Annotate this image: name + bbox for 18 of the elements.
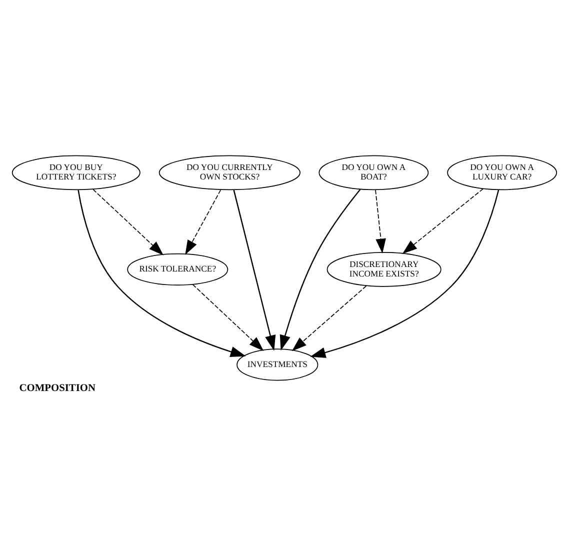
arrow <box>402 188 484 254</box>
node-ellipse: DISCRETIONARY INCOME EXISTS? <box>326 252 442 286</box>
caption: COMPOSITION <box>19 382 96 394</box>
arrow <box>292 285 367 351</box>
arrow <box>375 189 386 254</box>
arrow <box>78 190 246 356</box>
arrow <box>310 189 500 358</box>
node-ellipse: DO YOU OWN A LUXURY CAR? <box>447 154 558 190</box>
node-ellipse: DO YOU OWN A BOAT? <box>318 154 429 190</box>
arrow <box>280 188 361 350</box>
node-ellipse: RISK TOLERANCE? <box>127 252 228 285</box>
node-ellipse: INVESTMENTS <box>236 348 318 380</box>
arrow <box>233 189 276 350</box>
arrow <box>192 284 264 350</box>
node-ellipse: DO YOU BUY LOTTERY TICKETS? <box>12 154 140 190</box>
arrow <box>185 189 222 254</box>
node-ellipse: DO YOU CURRENTLY OWN STOCKS? <box>158 154 300 190</box>
arrow <box>92 188 164 255</box>
